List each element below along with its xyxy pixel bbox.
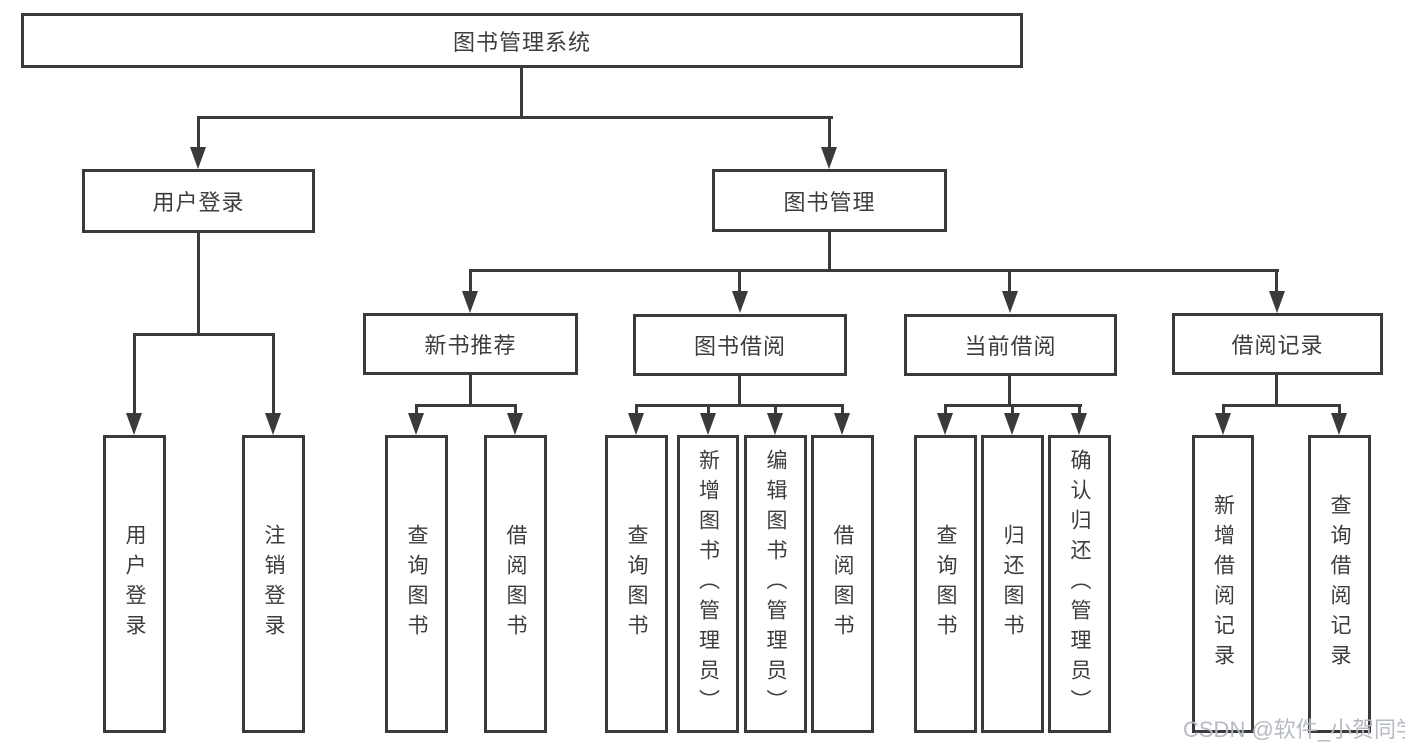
connector-to-current-borrow — [1008, 269, 1011, 291]
node-label: 图书管理系统 — [452, 29, 591, 55]
leaf-label: 新增借阅记录 — [1211, 494, 1235, 674]
node-new-book-recommend: 新书推荐 — [363, 313, 578, 375]
connector-bb-bar — [635, 404, 844, 407]
leaf-br-add-record: 新增借阅记录 — [1192, 435, 1254, 733]
connector-cb-stem — [1008, 376, 1011, 407]
connector-to-bb-borrow — [841, 404, 844, 414]
connector-bb-stem — [738, 376, 741, 407]
connector-user-login-stem — [197, 233, 200, 335]
leaf-label: 查询图书 — [934, 524, 957, 644]
arrowhead-current-borrow — [1002, 291, 1018, 313]
node-library-management-system: 图书管理系统 — [21, 13, 1023, 68]
leaf-label: 借阅图书 — [504, 524, 527, 644]
arrowhead-cb-return — [1004, 413, 1020, 435]
leaf-nbr-query-books: 查询图书 — [385, 435, 448, 733]
connector-br-bar — [1222, 404, 1341, 407]
connector-to-cb-confirm — [1078, 404, 1081, 414]
leaf-cb-return-books: 归还图书 — [981, 435, 1044, 733]
connector-to-borrow-records — [1275, 269, 1278, 291]
arrowhead-user-login — [190, 147, 206, 169]
node-label: 图书借阅 — [693, 334, 786, 359]
arrowhead-borrow-records — [1269, 291, 1285, 313]
connector-to-nbr-query — [415, 404, 418, 414]
node-borrowing-records: 借阅记录 — [1172, 313, 1383, 375]
arrowhead-br-add — [1215, 413, 1231, 435]
leaf-label: 编辑图书（管理员） — [764, 449, 787, 719]
leaf-label: 查询图书 — [625, 524, 648, 644]
leaf-label: 确认归还（管理员） — [1068, 449, 1091, 719]
leaf-label: 归还图书 — [1001, 524, 1024, 644]
connector-to-leaf-login — [133, 333, 136, 413]
leaf-br-query-record: 查询借阅记录 — [1308, 435, 1371, 733]
connector-to-nbr-borrow — [514, 404, 517, 414]
node-book-management: 图书管理 — [712, 169, 947, 232]
connector-to-user-login — [197, 116, 200, 147]
node-current-borrowing: 当前借阅 — [904, 314, 1117, 376]
node-label: 新书推荐 — [424, 333, 517, 358]
connector-to-bb-query — [635, 404, 638, 414]
arrowhead-bb-query — [628, 413, 644, 435]
arrowhead-nbr-query — [408, 413, 424, 435]
connector-to-leaf-logout — [272, 333, 275, 413]
connector-book-mgmt-stem — [828, 232, 831, 272]
arrowhead-book-borrow — [732, 291, 748, 313]
arrowhead-nbr-borrow — [507, 413, 523, 435]
arrowhead-br-query — [1331, 413, 1347, 435]
leaf-label: 新增图书（管理员） — [696, 449, 720, 719]
node-book-borrowing: 图书借阅 — [633, 314, 847, 376]
connector-to-br-add — [1222, 404, 1225, 414]
connector-book-mgmt-bar — [469, 269, 1279, 272]
leaf-label: 查询图书 — [405, 524, 428, 644]
connector-root-bar — [197, 116, 833, 119]
leaf-label: 查询借阅记录 — [1328, 494, 1351, 674]
arrowhead-cb-query — [937, 413, 953, 435]
connector-to-bb-add — [707, 404, 710, 414]
node-label: 借阅记录 — [1231, 333, 1324, 358]
node-label: 用户登录 — [152, 190, 245, 215]
csdn-watermark: CSDN @软件_小贺同学 — [1183, 717, 1405, 742]
connector-to-book-mgmt — [828, 116, 831, 147]
leaf-nbr-borrow-books: 借阅图书 — [484, 435, 547, 733]
leaf-bb-edit-books-admin: 编辑图书（管理员） — [744, 435, 807, 733]
connector-to-br-query — [1338, 404, 1341, 414]
connector-nbr-stem — [469, 375, 472, 407]
leaf-label: 注销登录 — [262, 524, 285, 644]
leaf-label: 用户登录 — [123, 524, 146, 644]
node-label: 图书管理 — [783, 189, 876, 215]
connector-to-cb-query — [944, 404, 947, 414]
connector-nbr-bar — [415, 404, 517, 407]
connector-root-stem — [520, 68, 523, 118]
arrowhead-leaf-login — [126, 413, 142, 435]
leaf-bb-borrow-books: 借阅图书 — [811, 435, 874, 733]
arrowhead-cb-confirm — [1071, 413, 1087, 435]
connector-to-new-book-rec — [469, 269, 472, 291]
arrowhead-bb-borrow — [834, 413, 850, 435]
connector-br-stem — [1275, 375, 1278, 407]
leaf-bb-query-books: 查询图书 — [605, 435, 668, 733]
arrowhead-bb-add — [700, 413, 716, 435]
leaf-cb-query-books: 查询图书 — [914, 435, 977, 733]
arrowhead-book-mgmt — [821, 147, 837, 169]
connector-user-login-bar — [133, 333, 275, 336]
connector-to-bb-edit — [774, 404, 777, 414]
connector-to-book-borrow — [738, 269, 741, 291]
leaf-cb-confirm-return-admin: 确认归还（管理员） — [1048, 435, 1111, 733]
arrowhead-leaf-logout — [265, 413, 281, 435]
node-user-login: 用户登录 — [82, 169, 315, 233]
arrowhead-new-book-rec — [462, 291, 478, 313]
leaf-bb-add-books-admin: 新增图书（管理员） — [677, 435, 739, 733]
leaf-user-login: 用户登录 — [103, 435, 166, 733]
node-label: 当前借阅 — [964, 334, 1057, 359]
connector-to-cb-return — [1011, 404, 1014, 414]
leaf-label: 借阅图书 — [831, 524, 854, 644]
arrowhead-bb-edit — [767, 413, 783, 435]
leaf-logout: 注销登录 — [242, 435, 305, 733]
